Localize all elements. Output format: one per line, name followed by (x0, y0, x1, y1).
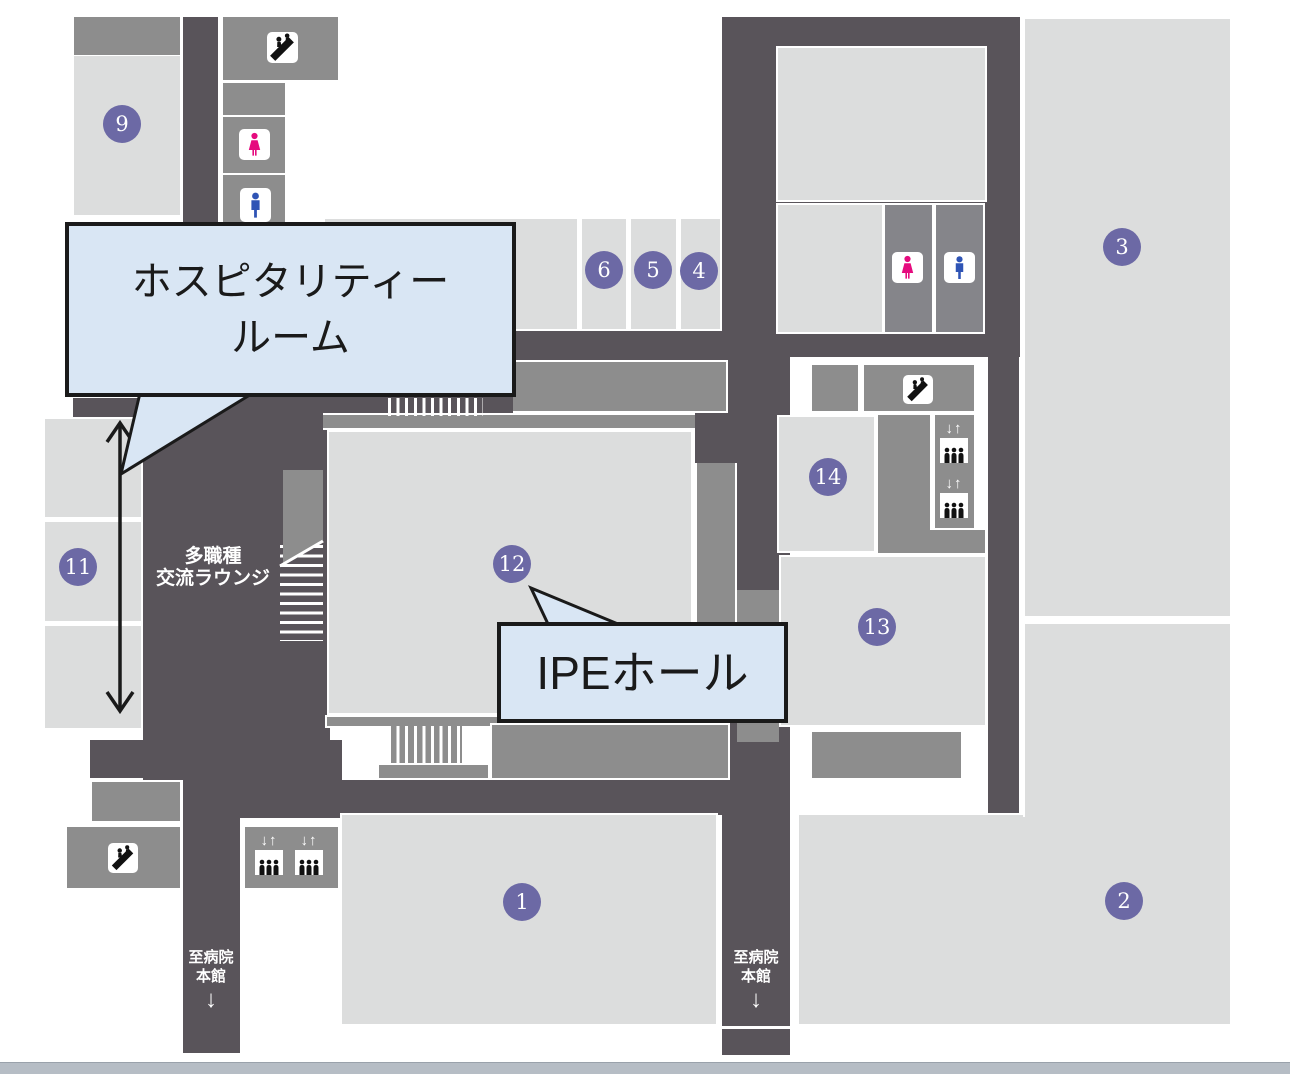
lounge-label-line1: 多職種 (184, 546, 242, 567)
lounge-label: 多職種 交流ラウンジ (133, 546, 293, 590)
wall-block (74, 17, 180, 55)
ipe-callout-label: IPEホール (536, 646, 749, 699)
lounge-label-line2: 交流ラウンジ (155, 568, 270, 589)
wall-block (223, 83, 285, 115)
room-marker-6: 6 (585, 251, 623, 289)
exit-label-line2: 本館 (740, 968, 771, 985)
corridor-exit-center (722, 815, 790, 1026)
room-marker-4: 4 (680, 252, 718, 290)
corridor (90, 740, 342, 778)
elevator-arrows: ↓↑ (945, 475, 963, 492)
elevator-block (243, 825, 340, 890)
hall-bottom-strip (377, 763, 490, 780)
room-marker-2: 2 (1105, 882, 1143, 920)
ipe-hall-callout: IPEホール (497, 622, 788, 723)
exit-label-left: 至病院 本館 ↓ (181, 948, 241, 1012)
elevator-arrows: ↓↑ (260, 832, 278, 849)
hospitality-room-callout: ホスピタリティー ルーム (65, 222, 516, 397)
room (776, 46, 987, 202)
male-toilet-icon (240, 188, 271, 222)
wall-block (810, 730, 963, 780)
elevator-icon: ↓↑ (939, 476, 969, 518)
elevator-arrows: ↓↑ (300, 832, 318, 849)
hall-entrance-hatch-top (388, 398, 483, 416)
room-marker-14: 14 (809, 458, 847, 496)
exit-label-center: 至病院 本館 ↓ (726, 948, 786, 1012)
wall-block (930, 528, 987, 553)
elevator-icon: ↓↑ (294, 833, 324, 875)
room (43, 624, 143, 730)
down-arrow-icon: ↓ (750, 986, 762, 1013)
down-arrow-icon: ↓ (205, 986, 217, 1013)
corridor (323, 780, 722, 815)
corridor (73, 398, 143, 418)
room-marker-12: 12 (493, 545, 531, 583)
room (797, 813, 1232, 1026)
exit-label-line2: 本館 (195, 968, 226, 985)
room-marker-1: 1 (503, 883, 541, 921)
exit-label-line1: 至病院 (188, 949, 234, 966)
hospitality-callout-line2: ルーム (231, 315, 350, 360)
room-marker-13: 13 (858, 608, 896, 646)
elevator-icon: ↓↑ (939, 421, 969, 463)
room-marker-3: 3 (1103, 228, 1141, 266)
room-marker-11: 11 (59, 548, 97, 586)
hall-bottom-wall (490, 723, 730, 780)
hall-top-band (323, 413, 695, 430)
stairs-icon (903, 375, 933, 404)
hospitality-callout-line1: ホスピタリティー (131, 259, 450, 304)
exit-label-line1: 至病院 (733, 949, 779, 966)
elevator-icon: ↓↑ (254, 833, 284, 875)
male-toilet-icon (944, 252, 975, 283)
room (1023, 622, 1232, 817)
hall-entrance-hatch-bottom (388, 726, 462, 763)
stairs-icon (267, 32, 298, 63)
room-marker-5: 5 (634, 251, 672, 289)
room (43, 417, 143, 519)
elevator-arrows: ↓↑ (945, 420, 963, 437)
bottom-bar (0, 1062, 1290, 1074)
room (1023, 17, 1232, 618)
wall-block (878, 415, 930, 553)
female-toilet-icon (239, 129, 270, 160)
room-marker-9: 9 (103, 105, 141, 143)
hall-top-wall (513, 360, 728, 413)
corridor-exit-left (183, 778, 240, 1053)
room (776, 203, 884, 334)
stairs-icon (108, 843, 138, 873)
corridor-stub (722, 1029, 790, 1055)
corridor (988, 357, 1019, 815)
toilet-stall-male (934, 203, 985, 334)
hall-right-wall (695, 463, 737, 623)
wall-block (90, 780, 182, 823)
female-toilet-icon (892, 252, 923, 283)
wall-block (810, 363, 860, 413)
